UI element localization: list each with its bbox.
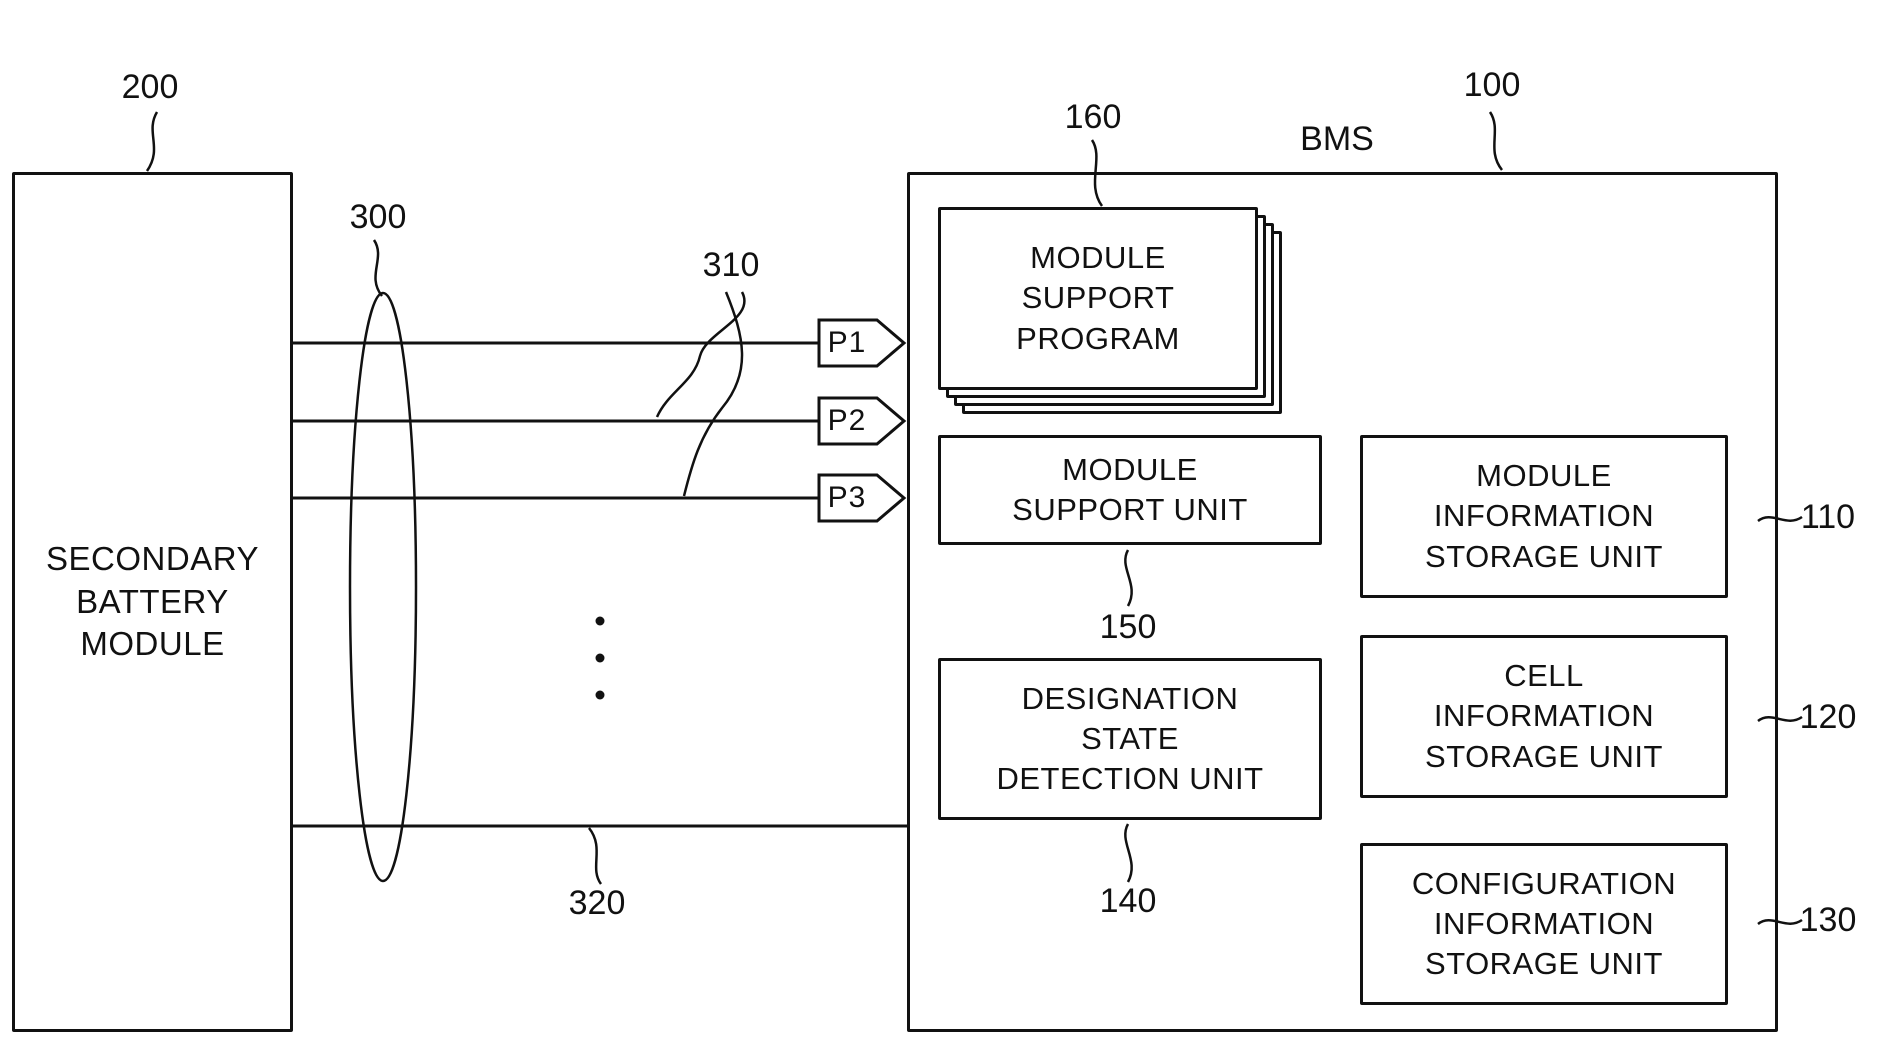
module-support-program-box: MODULE SUPPORT PROGRAM <box>938 207 1258 390</box>
bundle-ellipse <box>348 291 418 883</box>
leader-140 <box>1124 823 1133 883</box>
ref-320-label: 320 <box>568 884 626 922</box>
ref-200-label: 200 <box>121 68 179 106</box>
leader-310-b <box>682 291 744 497</box>
leader-130 <box>1757 918 1803 926</box>
designation-state-detection-unit-label: DESIGNATION STATE DETECTION UNIT <box>996 680 1264 797</box>
port-p3-shape <box>817 473 907 523</box>
leader-160 <box>1090 139 1104 207</box>
leader-310-a <box>655 291 746 418</box>
leader-200 <box>145 111 159 172</box>
ref-310-label: 310 <box>702 246 760 284</box>
cell-information-storage-unit-box: CELL INFORMATION STORAGE UNIT <box>1360 635 1728 798</box>
leader-300 <box>372 239 384 297</box>
ref-160-label: 160 <box>1064 98 1122 136</box>
ref-110-label: 110 <box>1800 498 1856 536</box>
bms-title: BMS <box>1300 120 1374 158</box>
leader-120 <box>1757 715 1803 723</box>
leader-100 <box>1488 111 1504 171</box>
port-p3: P3 <box>827 481 867 514</box>
module-information-storage-unit-box: MODULE INFORMATION STORAGE UNIT <box>1360 435 1728 598</box>
module-support-unit-box: MODULE SUPPORT UNIT <box>938 435 1322 545</box>
cell-information-storage-unit-label: CELL INFORMATION STORAGE UNIT <box>1425 658 1663 774</box>
ref-140-label: 140 <box>1099 882 1157 920</box>
ellipsis-dots <box>595 616 605 700</box>
module-support-unit-label: MODULE SUPPORT UNIT <box>1012 451 1248 527</box>
leader-110 <box>1757 515 1803 523</box>
secondary-battery-module-box: SECONDARY BATTERY MODULE <box>12 172 293 1032</box>
configuration-information-storage-unit-box: CONFIGURATION INFORMATION STORAGE UNIT <box>1360 843 1728 1005</box>
ref-120-label: 120 <box>1799 698 1857 736</box>
ref-150-label: 150 <box>1099 608 1157 646</box>
port-p1: P1 <box>827 326 867 359</box>
ref-300-label: 300 <box>349 198 407 236</box>
designation-state-detection-unit-box: DESIGNATION STATE DETECTION UNIT <box>938 658 1322 820</box>
ref-130-label: 130 <box>1799 901 1857 939</box>
module-support-program-label: MODULE SUPPORT PROGRAM <box>1016 240 1180 356</box>
secondary-battery-module-label: SECONDARY BATTERY MODULE <box>46 539 259 663</box>
leader-150 <box>1124 549 1133 607</box>
module-information-storage-unit-label: MODULE INFORMATION STORAGE UNIT <box>1425 458 1663 574</box>
port-p2: P2 <box>827 404 867 437</box>
leader-320 <box>587 827 603 885</box>
ref-100-label: 100 <box>1463 66 1521 104</box>
configuration-information-storage-unit-label: CONFIGURATION INFORMATION STORAGE UNIT <box>1411 865 1677 982</box>
port-p1-shape <box>817 318 907 368</box>
port-p2-shape <box>817 396 907 446</box>
